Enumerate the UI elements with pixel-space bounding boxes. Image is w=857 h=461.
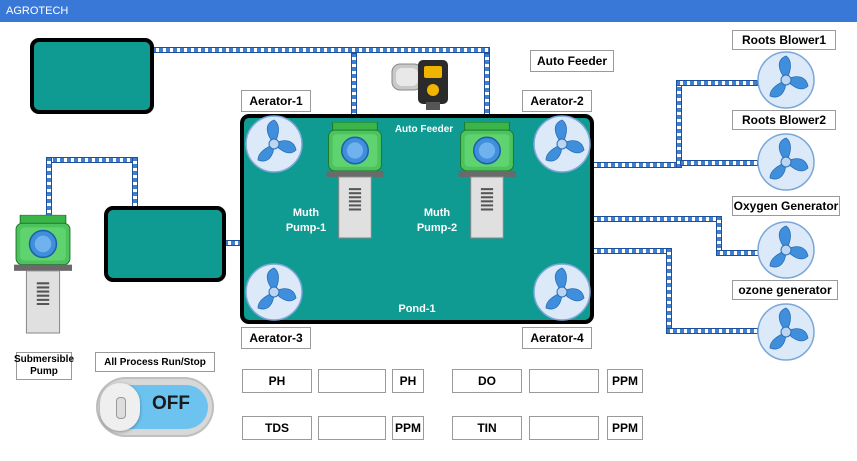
toggle-state-text: OFF	[152, 393, 190, 414]
muth-pump-1-label: Muth Pump-1	[285, 207, 327, 234]
pipe	[676, 80, 682, 168]
auto-feeder-label: Auto Feeder	[530, 50, 614, 72]
auto-feeder-pond-label: Auto Feeder	[394, 124, 454, 135]
pipe	[484, 53, 490, 126]
roots-blower-1-fan-icon[interactable]	[756, 50, 816, 110]
muth-pump-1-icon[interactable]	[326, 122, 384, 240]
tds-value-field[interactable]	[318, 416, 386, 440]
aerator-4-fan-icon[interactable]	[532, 262, 592, 322]
pipe	[132, 157, 138, 211]
tin-unit: PPM	[607, 416, 643, 440]
toggle-knob[interactable]	[100, 383, 140, 431]
tds-label: TDS	[242, 416, 312, 440]
tin-value-field[interactable]	[529, 416, 599, 440]
roots-blower-2-fan-icon[interactable]	[756, 132, 816, 192]
roots-blower-2-label: Roots Blower2	[732, 110, 836, 130]
muth-pump-2-icon[interactable]	[458, 122, 516, 240]
aerator-2-label: Aerator-2	[522, 90, 592, 112]
oxygen-generator-fan-icon[interactable]	[756, 220, 816, 280]
aerator-4-label: Aerator-4	[522, 327, 592, 349]
top-left-tank	[30, 38, 154, 114]
tin-label: TIN	[452, 416, 522, 440]
submersible-pump-icon[interactable]	[14, 210, 72, 340]
pipe	[716, 216, 722, 254]
roots-blower-1-label: Roots Blower1	[732, 30, 836, 50]
ozone-generator-label: ozone generator	[732, 280, 838, 300]
do-unit: PPM	[607, 369, 643, 393]
toggle-knob-slot	[116, 397, 126, 419]
pipe	[46, 157, 138, 163]
oxygen-generator-label: Oxygen Generator	[732, 196, 840, 216]
pipe	[676, 80, 758, 86]
auto-feeder-icon[interactable]	[388, 56, 454, 112]
mid-tank	[104, 206, 226, 282]
tds-unit: PPM	[392, 416, 424, 440]
pipe	[152, 47, 490, 53]
do-value-field[interactable]	[529, 369, 599, 393]
process-toggle-label: All Process Run/Stop	[95, 352, 215, 372]
pond-label: Pond-1	[398, 303, 436, 315]
ph-value-field[interactable]	[318, 369, 386, 393]
do-label: DO	[452, 369, 522, 393]
muth-pump-2-label: Muth Pump-2	[416, 207, 458, 234]
aerator-2-fan-icon[interactable]	[532, 114, 592, 174]
aerator-3-fan-icon[interactable]	[244, 262, 304, 322]
pipe	[46, 157, 52, 219]
pipe	[590, 216, 720, 222]
pipe	[666, 328, 760, 334]
window-title: AGROTECH	[0, 0, 857, 22]
aerator-3-label: Aerator-3	[241, 327, 311, 349]
pipe	[351, 53, 357, 126]
ozone-generator-fan-icon[interactable]	[756, 302, 816, 362]
pipe	[590, 248, 670, 254]
pipe	[224, 240, 244, 246]
submersible-pump-label: Submersible Pump	[14, 352, 74, 380]
ph-unit: PH	[392, 369, 424, 393]
pipe	[590, 162, 680, 168]
aerator-1-fan-icon[interactable]	[244, 114, 304, 174]
pipe	[716, 250, 760, 256]
ph-label: PH	[242, 369, 312, 393]
pipe	[680, 160, 758, 166]
pipe	[666, 248, 672, 332]
aerator-1-label: Aerator-1	[241, 90, 311, 112]
process-run-stop-toggle[interactable]: OFF	[96, 377, 214, 437]
